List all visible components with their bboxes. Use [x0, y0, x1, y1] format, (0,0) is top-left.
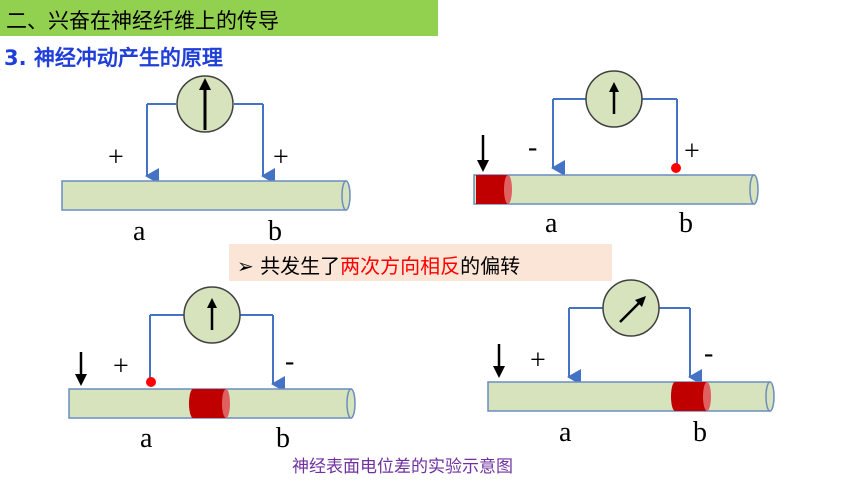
note-before: 共发生了 — [260, 254, 341, 278]
panel-top-left: + + a b — [61, 75, 351, 247]
page-title: 二、兴奋在神经纤维上的传导 — [6, 9, 279, 33]
electrode-a-contact — [146, 377, 156, 387]
panel-bottom-right: + - a b — [487, 279, 775, 448]
bullet-icon: ➢ — [237, 254, 254, 278]
label-a: a — [140, 423, 153, 454]
header-bar: 二、兴奋在神经纤维上的传导 — [0, 0, 438, 36]
panel-bottom-left: + - a b — [68, 286, 356, 454]
section-subtitle: 3. 神经冲动产生的原理 — [4, 46, 223, 70]
needle-icon — [619, 301, 641, 323]
sign-a: - — [528, 132, 537, 163]
nerve-fiber — [473, 174, 755, 205]
figure-caption: 神经表面电位差的实验示意图 — [292, 457, 513, 477]
sign-a: + — [113, 351, 129, 382]
nerve-fiber — [487, 381, 771, 412]
label-b: b — [276, 423, 290, 454]
sign-b: + — [273, 142, 289, 173]
note-highlight: 两次方向相反 — [340, 254, 461, 278]
electrode-b-contact — [671, 163, 681, 173]
label-b: b — [268, 216, 282, 247]
label-b: b — [693, 417, 707, 448]
label-b: b — [679, 208, 693, 239]
sign-b: + — [684, 136, 700, 167]
label-a: a — [133, 216, 146, 247]
excited-region — [193, 389, 226, 418]
label-a: a — [545, 208, 558, 239]
nerve-fiber — [61, 180, 347, 211]
note-box: ➢ 共发生了两次方向相反的偏转 — [229, 244, 612, 281]
sign-b: - — [285, 346, 294, 377]
excited-region — [476, 175, 508, 204]
sign-a: + — [108, 142, 124, 173]
sign-b: - — [704, 338, 713, 369]
sign-a: + — [530, 345, 546, 376]
note-text: ➢ 共发生了两次方向相反的偏转 — [237, 250, 520, 279]
panel-top-right: - + a b — [473, 70, 759, 239]
label-a: a — [559, 417, 572, 448]
excited-region — [675, 382, 707, 411]
galvanometer — [602, 279, 660, 337]
note-after: 的偏转 — [460, 254, 521, 278]
